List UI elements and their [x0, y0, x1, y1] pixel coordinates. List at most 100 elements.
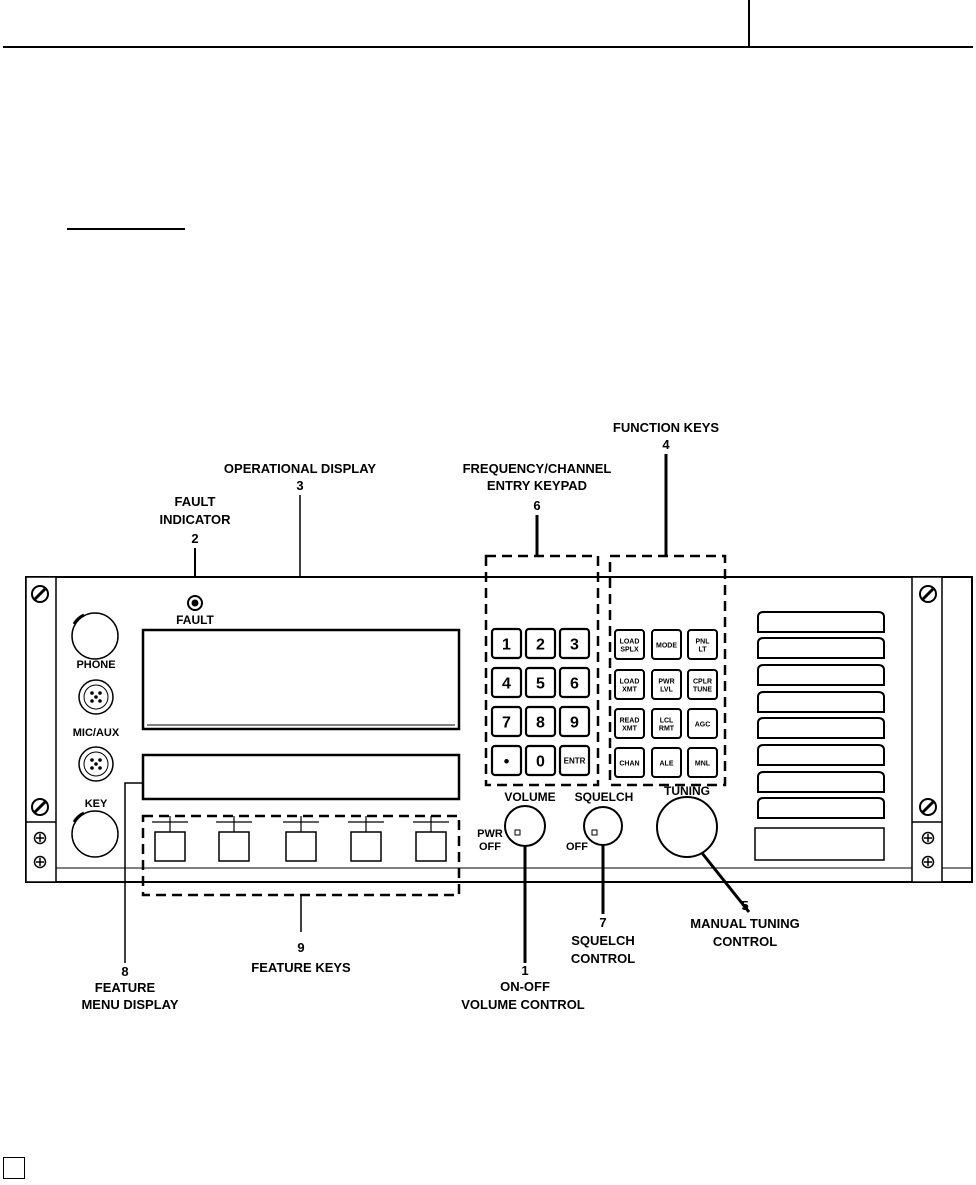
function-key-label: PWR: [658, 679, 674, 686]
squelch-knob[interactable]: [583, 806, 623, 846]
key-label: KEY: [85, 798, 108, 810]
function-key-label: RMT: [659, 726, 675, 733]
volume-knob[interactable]: [504, 805, 546, 847]
feature-key-2[interactable]: [218, 831, 250, 862]
phone-connector[interactable]: [71, 612, 119, 660]
function-key-label: LOAD: [620, 679, 640, 686]
screw-icon: [31, 585, 49, 603]
off-label: OFF: [479, 841, 501, 853]
function-key-label: ALE: [660, 761, 674, 768]
phillips-screw-icon: [33, 831, 47, 845]
function-key[interactable]: CHAN: [614, 747, 645, 778]
function-keys-label: FUNCTION KEYS: [613, 420, 720, 435]
volume-control-label-line2: VOLUME CONTROL: [461, 997, 585, 1012]
function-key[interactable]: AGC: [687, 708, 718, 739]
keypad-label-line2: ENTRY KEYPAD: [487, 478, 587, 493]
keypad-key-label: 0: [536, 754, 545, 771]
screw-icon: [919, 585, 937, 603]
function-key-label: AGC: [695, 722, 711, 729]
feature-key-5[interactable]: [415, 831, 447, 862]
manual-tuning-number: 5: [741, 898, 748, 913]
keypad-key[interactable]: 6: [558, 666, 591, 699]
phillips-screw-icon: [921, 855, 935, 869]
function-key[interactable]: MNL: [687, 747, 718, 778]
callout-feature-menu: 8 FEATURE MENU DISPLAY: [81, 964, 178, 1012]
keypad-key[interactable]: 3: [558, 627, 591, 660]
keypad-number: 6: [533, 498, 540, 513]
mic-aux-label: MIC/AUX: [73, 727, 120, 739]
keypad-key-label: 5: [536, 676, 545, 693]
function-key-label: XMT: [622, 726, 638, 733]
keypad-key-label: ENTR: [564, 757, 586, 766]
feature-menu-number: 8: [121, 964, 128, 979]
function-key[interactable]: MODE: [651, 629, 682, 660]
keypad-key-label: 8: [536, 715, 545, 732]
page-header: [0, 0, 976, 48]
function-key-label: LOAD: [620, 639, 640, 646]
keypad-key[interactable]: 7: [490, 705, 523, 738]
feature-key-3[interactable]: [285, 831, 317, 862]
feature-menu-label-line2: MENU DISPLAY: [81, 997, 178, 1012]
phone-label: PHONE: [76, 659, 115, 671]
header-box: [748, 0, 976, 46]
keypad-key-label: •: [504, 754, 510, 771]
keypad-key[interactable]: 2: [524, 627, 557, 660]
keypad-key[interactable]: 0: [524, 744, 557, 777]
feature-key-1[interactable]: [154, 831, 186, 862]
callout-manual-tuning: 5 MANUAL TUNING CONTROL: [690, 898, 800, 949]
page-number-box: [3, 1157, 25, 1179]
underline-mark: [67, 228, 185, 230]
feature-key-4[interactable]: [350, 831, 382, 862]
function-key-label: READ: [620, 718, 640, 725]
keypad-key[interactable]: ENTR: [558, 744, 591, 777]
keypad-key[interactable]: 4: [490, 666, 523, 699]
squelch-label: SQUELCH: [575, 790, 634, 804]
volume-control-number: 1: [521, 963, 528, 978]
tuning-knob[interactable]: [656, 796, 718, 858]
function-key-label: CHAN: [619, 761, 639, 768]
key-connector-upper[interactable]: [78, 746, 114, 782]
manual-tuning-label-line1: MANUAL TUNING: [690, 916, 800, 931]
keypad-key-label: 9: [570, 715, 579, 732]
phillips-screw-icon: [33, 855, 47, 869]
mic-aux-connector[interactable]: [78, 679, 114, 715]
function-key-label: LVL: [660, 687, 673, 694]
operational-display: [141, 628, 461, 731]
keypad-key-label: 1: [502, 637, 511, 654]
squelch-control-label-line2: CONTROL: [571, 951, 635, 966]
phillips-screw-icon: [921, 831, 935, 845]
feature-menu-label-line1: FEATURE: [95, 980, 156, 995]
fault-indicator-label-line1: FAULT: [175, 494, 216, 509]
function-keys-number: 4: [662, 437, 670, 452]
keypad-key[interactable]: 8: [524, 705, 557, 738]
pwr-label: PWR: [477, 828, 503, 840]
screw-icon: [919, 798, 937, 816]
keypad-key[interactable]: 1: [490, 627, 523, 660]
keypad-key-label: 7: [502, 715, 511, 732]
callout-keypad: FREQUENCY/CHANNEL ENTRY KEYPAD 6: [463, 461, 611, 556]
keypad-key[interactable]: 9: [558, 705, 591, 738]
feature-menu-display: [141, 753, 461, 801]
keypad-key[interactable]: •: [490, 744, 523, 777]
squelch-control-number: 7: [599, 915, 606, 930]
function-keys-group: LOADSPLXMODEPNLLTLOADXMTPWRLVLCPLRTUNERE…: [608, 554, 727, 787]
function-key-label: XMT: [622, 687, 638, 694]
tuning-label: TUNING: [664, 784, 710, 798]
function-key-label: LT: [698, 647, 707, 654]
function-key[interactable]: ALE: [651, 747, 682, 778]
squelch-off-label: OFF: [566, 841, 588, 853]
function-key-label: PNL: [696, 639, 711, 646]
function-key-label: LCL: [660, 718, 674, 725]
keypad-key[interactable]: 5: [524, 666, 557, 699]
key-connector[interactable]: [71, 810, 119, 858]
volume-control-label-line1: ON-OFF: [500, 979, 550, 994]
